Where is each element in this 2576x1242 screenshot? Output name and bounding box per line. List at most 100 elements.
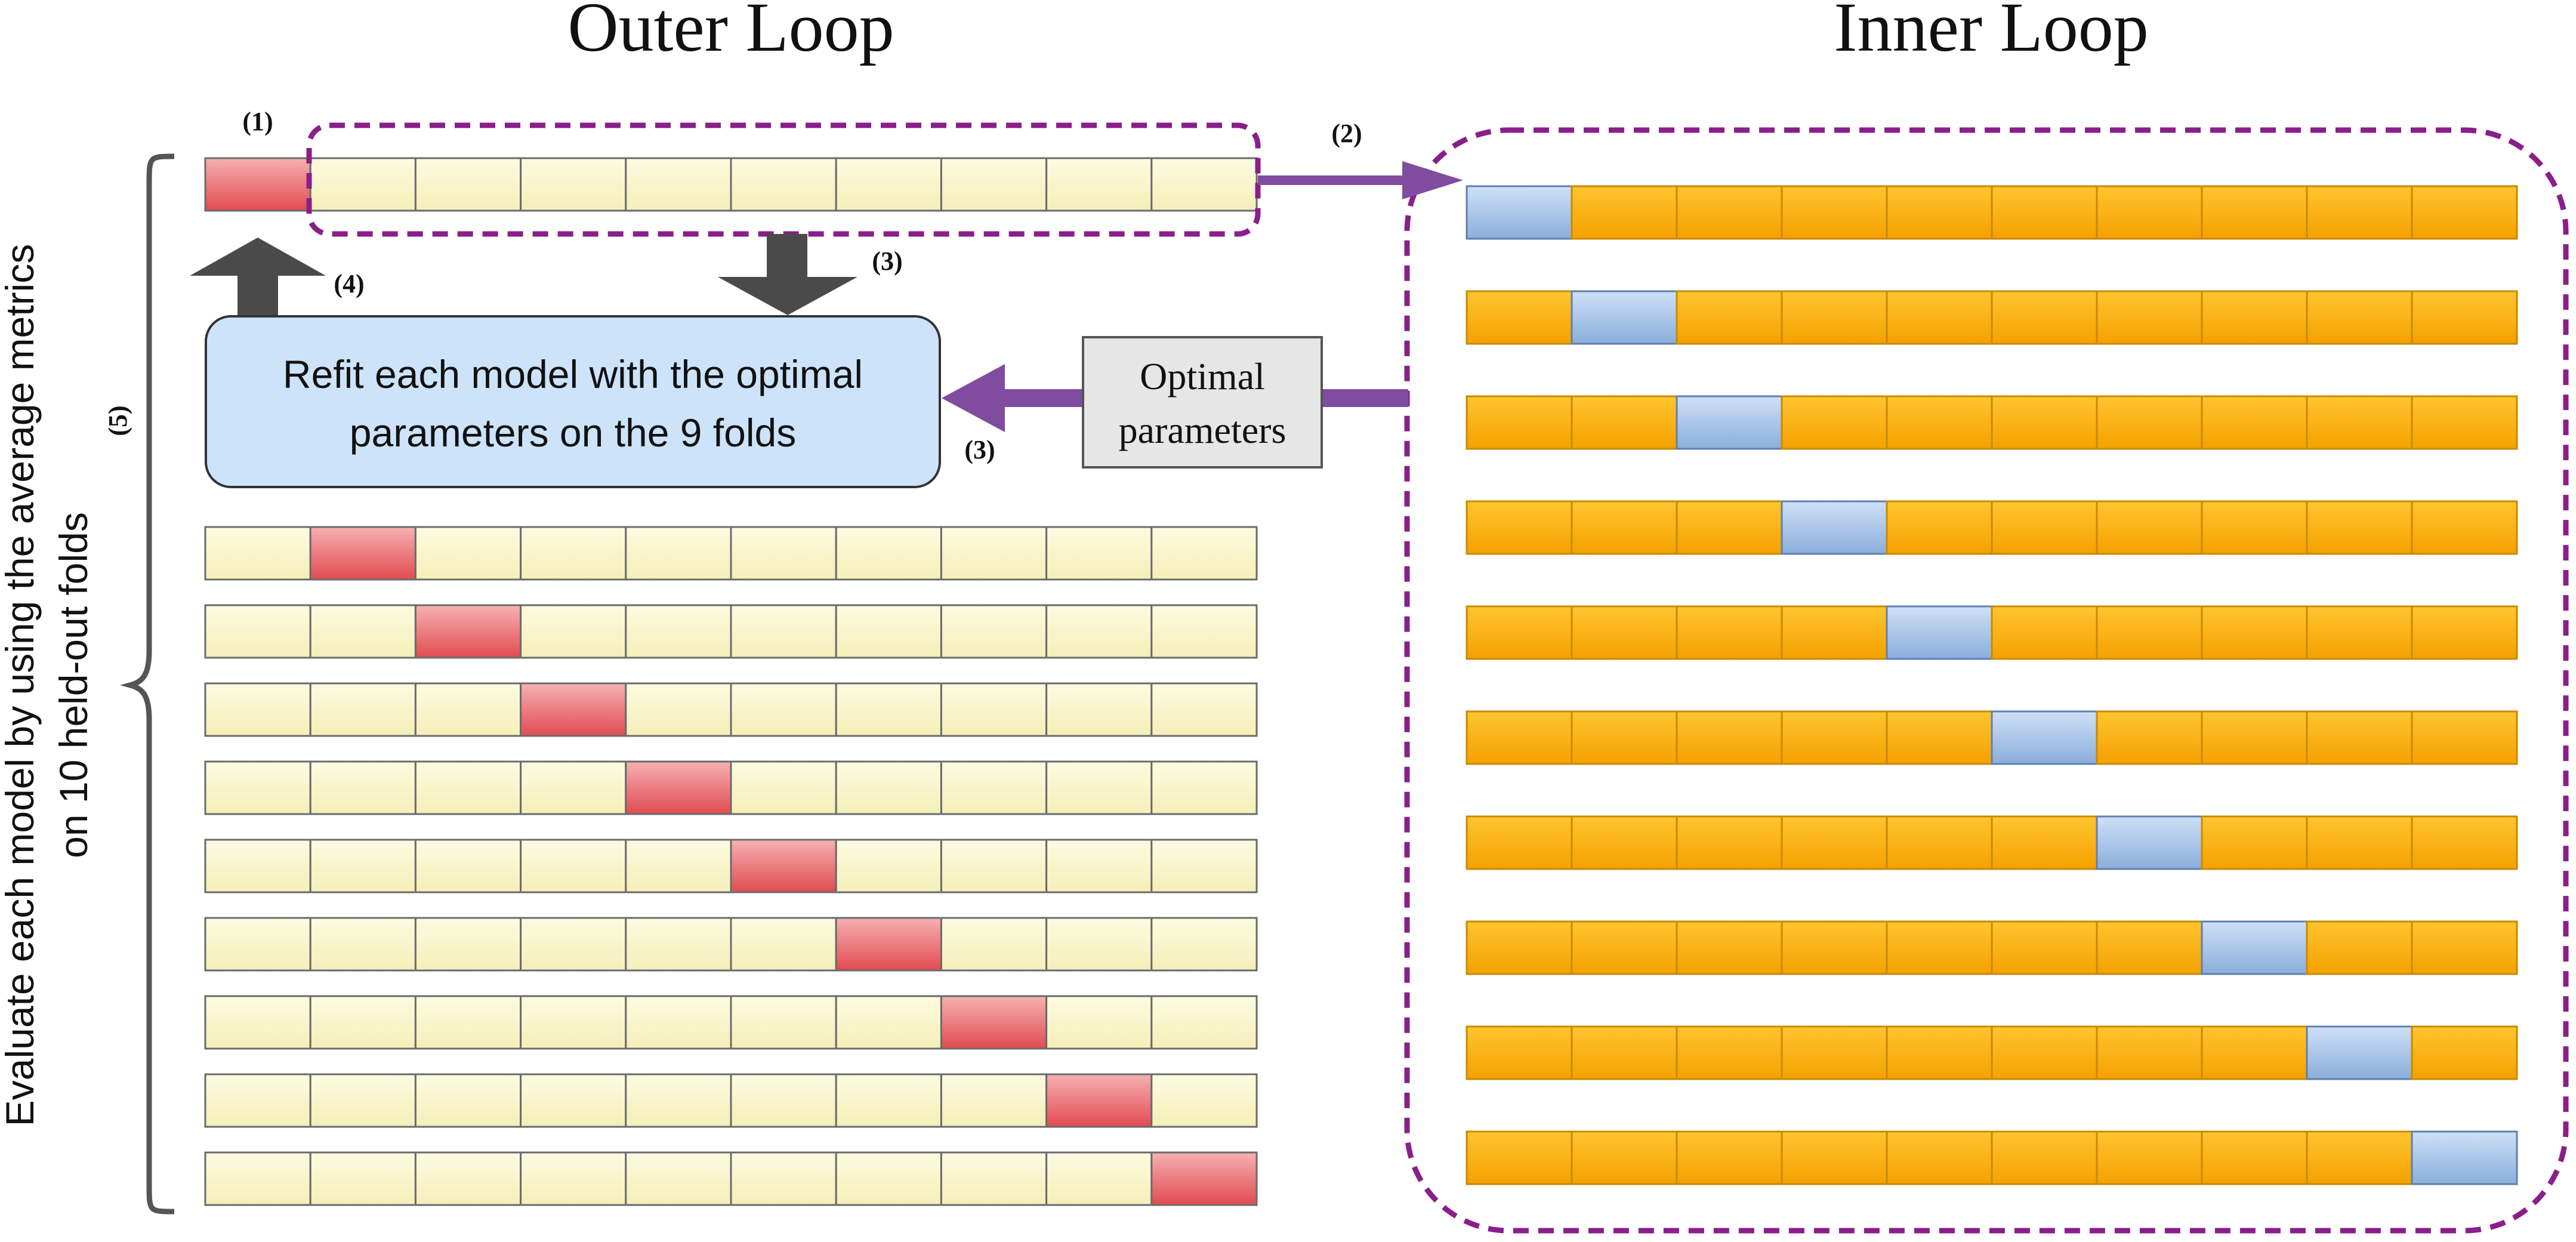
outer-test-fold bbox=[940, 995, 1048, 1050]
inner-train-fold bbox=[2096, 605, 2203, 660]
outer-fold-rows bbox=[204, 526, 1258, 1206]
inner-validation-fold bbox=[2411, 1130, 2518, 1185]
inner-fold-row bbox=[1466, 710, 2518, 765]
outer-train-fold bbox=[204, 526, 311, 581]
outer-train-fold bbox=[414, 917, 522, 972]
inner-train-fold bbox=[2306, 1130, 2413, 1185]
arrow-down-folds-to-refit bbox=[718, 234, 857, 315]
outer-train-fold bbox=[940, 604, 1048, 659]
outer-train-fold bbox=[730, 682, 837, 737]
inner-validation-fold bbox=[1571, 290, 1678, 345]
outer-train-fold bbox=[204, 604, 311, 659]
inner-train-fold bbox=[2201, 1025, 2308, 1080]
outer-train-fold bbox=[1150, 760, 1258, 815]
outer-train-fold bbox=[835, 526, 942, 581]
inner-train-fold bbox=[1676, 710, 1783, 765]
inner-train-fold bbox=[1466, 1130, 1573, 1185]
inner-train-fold bbox=[1466, 500, 1573, 555]
inner-train-fold bbox=[2096, 920, 2203, 975]
outer-train-fold bbox=[204, 1151, 311, 1206]
inner-fold-row bbox=[1466, 605, 2518, 660]
outer-train-fold bbox=[1150, 917, 1258, 972]
outer-train-fold bbox=[309, 1073, 417, 1128]
outer-train-fold bbox=[940, 682, 1048, 737]
outer-train-fold bbox=[625, 1151, 732, 1206]
outer-train-fold bbox=[835, 1151, 942, 1206]
outer-train-fold bbox=[520, 526, 627, 581]
inner-train-fold bbox=[2096, 290, 2203, 345]
outer-train-fold bbox=[730, 760, 837, 815]
inner-train-fold bbox=[2411, 395, 2518, 450]
inner-train-fold bbox=[2201, 290, 2308, 345]
inner-train-fold bbox=[1676, 920, 1783, 975]
inner-train-fold bbox=[2096, 185, 2203, 240]
inner-train-fold bbox=[1676, 185, 1783, 240]
outer-train-fold bbox=[730, 1073, 837, 1128]
outer-train-fold bbox=[1150, 604, 1258, 659]
outer-train-fold bbox=[625, 682, 732, 737]
outer-train-fold bbox=[940, 526, 1048, 581]
outer-train-fold bbox=[835, 682, 942, 737]
inner-train-fold bbox=[1886, 710, 1993, 765]
inner-train-fold bbox=[2306, 500, 2413, 555]
step-3-label-top: (3) bbox=[872, 246, 902, 276]
outer-train-fold bbox=[204, 760, 311, 815]
inner-train-fold bbox=[2306, 395, 2413, 450]
inner-validation-fold bbox=[1466, 185, 1573, 240]
outer-test-fold bbox=[520, 682, 627, 737]
outer-fold-row bbox=[204, 1151, 1258, 1206]
outer-train-fold bbox=[1045, 839, 1153, 893]
outer-fold-row bbox=[204, 604, 1258, 659]
outer-top-train-fold bbox=[940, 157, 1048, 212]
outer-train-fold bbox=[520, 995, 627, 1050]
inner-train-fold bbox=[1571, 920, 1678, 975]
outer-train-fold bbox=[940, 839, 1048, 893]
outer-test-fold bbox=[414, 604, 522, 659]
inner-train-fold bbox=[1886, 1130, 1993, 1185]
inner-train-fold bbox=[2411, 710, 2518, 765]
outer-top-train-fold bbox=[309, 157, 417, 212]
inner-loop-dashed-container bbox=[1404, 127, 2569, 1234]
outer-train-fold bbox=[204, 995, 311, 1050]
inner-train-fold bbox=[1781, 290, 1888, 345]
outer-train-fold bbox=[730, 526, 837, 581]
inner-validation-fold bbox=[1991, 710, 2098, 765]
inner-train-fold bbox=[1886, 500, 1993, 555]
inner-train-fold bbox=[1781, 395, 1888, 450]
inner-fold-row bbox=[1466, 1130, 2518, 1185]
outer-loop-title: Outer Loop bbox=[567, 0, 894, 66]
inner-train-fold bbox=[2096, 1025, 2203, 1080]
inner-train-fold bbox=[1991, 395, 2098, 450]
inner-train-fold bbox=[1991, 500, 2098, 555]
inner-train-fold bbox=[1886, 290, 1993, 345]
outer-test-fold bbox=[625, 760, 732, 815]
inner-train-fold bbox=[2411, 920, 2518, 975]
inner-train-fold bbox=[2306, 710, 2413, 765]
outer-train-fold bbox=[309, 839, 417, 893]
outer-test-fold bbox=[835, 917, 942, 972]
inner-fold-row bbox=[1466, 290, 2518, 345]
step-1-label: (1) bbox=[242, 107, 273, 136]
outer-train-fold bbox=[940, 760, 1048, 815]
inner-train-fold bbox=[1676, 290, 1783, 345]
outer-train-fold bbox=[1150, 682, 1258, 737]
inner-train-fold bbox=[1676, 605, 1783, 660]
inner-train-fold bbox=[1571, 605, 1678, 660]
side-label-line1: Evaluate each model by using the average… bbox=[0, 244, 42, 1127]
step-5-label: (5) bbox=[103, 405, 132, 436]
inner-train-fold bbox=[1781, 185, 1888, 240]
inner-train-fold bbox=[1676, 815, 1783, 870]
inner-train-fold bbox=[1466, 290, 1573, 345]
inner-fold-row bbox=[1466, 1025, 2518, 1080]
left-curly-brace bbox=[119, 153, 175, 1215]
outer-train-fold bbox=[520, 1073, 627, 1128]
outer-train-fold bbox=[204, 917, 311, 972]
outer-train-fold bbox=[1150, 1073, 1258, 1128]
side-label-line2: on 10 held-out folds bbox=[51, 512, 95, 858]
refit-box-line2: parameters on the 9 folds bbox=[350, 411, 796, 455]
inner-validation-fold bbox=[1781, 500, 1888, 555]
outer-train-fold bbox=[520, 839, 627, 893]
outer-train-fold bbox=[730, 604, 837, 659]
inner-train-fold bbox=[1571, 815, 1678, 870]
inner-train-fold bbox=[2306, 920, 2413, 975]
